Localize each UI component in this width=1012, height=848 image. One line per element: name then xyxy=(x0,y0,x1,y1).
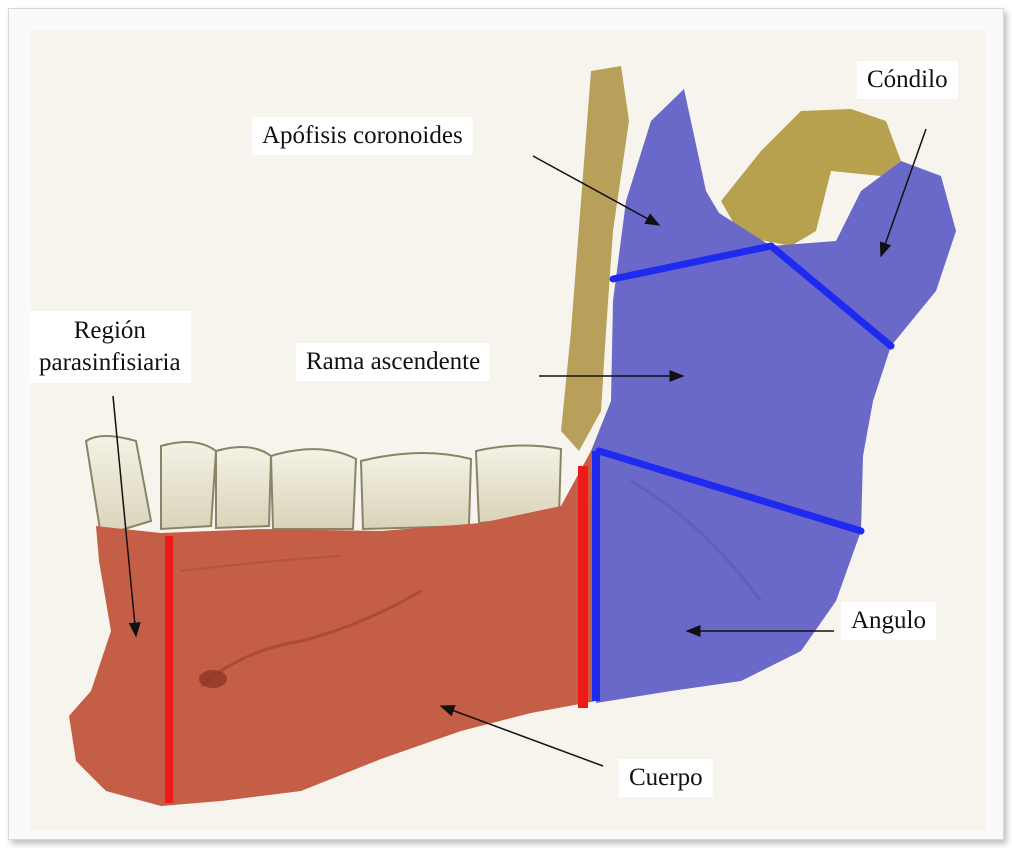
tooth xyxy=(216,447,271,528)
diagram-frame: Cóndilo Apófisis coronoides Región paras… xyxy=(8,8,1004,840)
mandible-illustration xyxy=(8,8,1004,840)
label-region-line1: Región xyxy=(39,315,181,347)
tooth xyxy=(361,453,471,529)
label-region-line2: parasinfisiaria xyxy=(39,347,181,379)
tooth xyxy=(161,442,216,529)
mental-foramen xyxy=(199,670,227,688)
label-angulo: Angulo xyxy=(841,602,936,640)
label-condilo: Cóndilo xyxy=(857,61,958,99)
label-apofisis-coronoides: Apófisis coronoides xyxy=(252,117,473,155)
tooth xyxy=(271,449,356,529)
label-rama-ascendente: Rama ascendente xyxy=(296,343,490,381)
label-region-parasinfisiaria: Región parasinfisiaria xyxy=(29,311,191,383)
label-cuerpo: Cuerpo xyxy=(619,759,713,797)
